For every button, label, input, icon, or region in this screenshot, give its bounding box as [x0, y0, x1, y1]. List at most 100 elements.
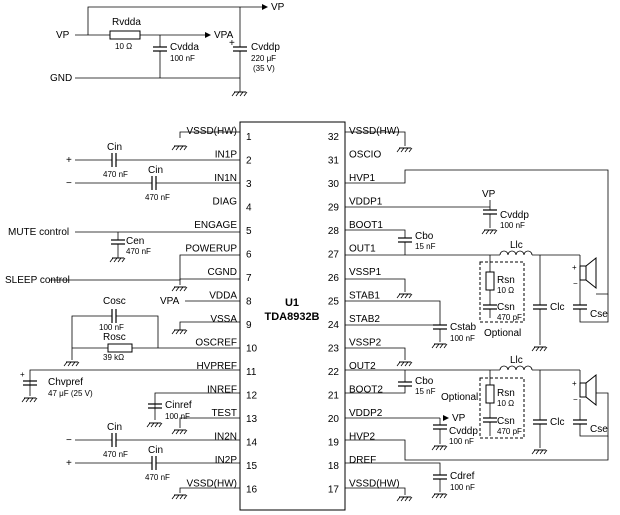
cdref-value: 100 nF	[450, 483, 475, 492]
in2-plus: +	[66, 458, 72, 469]
left-pin-name: IN1P	[215, 150, 238, 161]
chvpref-plus: +	[20, 370, 25, 379]
cvddp1-value: 100 nF	[500, 221, 525, 230]
supply-section: + VP VP VPA GND Rvdda 10 Ω Cvdda 100 nF …	[50, 2, 285, 97]
left-pin-name: IN1N	[214, 173, 237, 184]
cvddp-name: Cvddp	[251, 42, 280, 53]
ic-body	[239, 121, 346, 511]
right-pin-number: 21	[328, 391, 340, 402]
cvdda-value: 100 nF	[170, 54, 195, 63]
left-pin-name: POWERUP	[185, 244, 237, 255]
left-pin-number: 2	[246, 156, 252, 167]
cvddp1-name: Cvddp	[500, 210, 529, 221]
right-pin-name: BOOT1	[349, 220, 383, 231]
rsn1-name: Rsn	[497, 275, 515, 286]
right-pin-number: 17	[328, 485, 340, 496]
right-pin-number: 20	[328, 414, 340, 425]
left-pin-number: 13	[246, 414, 258, 425]
left-pin-name: VSSD(HW)	[186, 126, 237, 137]
cin4-value: 470 nF	[145, 473, 170, 482]
left-pin-number: 8	[246, 297, 252, 308]
in2-minus: −	[66, 435, 72, 446]
left-pin-number: 14	[246, 438, 258, 449]
in1-minus: −	[66, 178, 72, 189]
right-pin-number: 26	[328, 273, 340, 284]
cin2-name: Cin	[148, 165, 163, 176]
cbo2-name: Cbo	[415, 376, 434, 387]
left-pin-number: 15	[246, 461, 258, 472]
left-pin-number: 9	[246, 320, 252, 331]
cin1-value: 470 nF	[103, 170, 128, 179]
csn1-value: 470 pF	[497, 313, 522, 322]
rosc-value: 39 kΩ	[103, 353, 124, 362]
right-pin-number: 29	[328, 203, 340, 214]
left-pin-name: HVPREF	[196, 361, 237, 372]
left-pin-name: IN2P	[215, 455, 238, 466]
left-pin-name: VSSD(HW)	[186, 479, 237, 490]
left-pin-number: 4	[246, 203, 252, 214]
left-pin-number: 7	[246, 273, 252, 284]
cvdda-name: Cvdda	[170, 42, 199, 53]
left-pin-number: 1	[246, 132, 252, 143]
right-pin-name: DREF	[349, 455, 376, 466]
left-pin-number: 10	[246, 344, 258, 355]
left-pin-name: VSSA	[210, 314, 237, 325]
spk1-minus: −	[573, 279, 578, 288]
right-pin-name: BOOT2	[349, 385, 383, 396]
spk1-plus: +	[572, 263, 577, 272]
rosc-name: Rosc	[103, 332, 126, 343]
rvdda-value: 10 Ω	[115, 42, 132, 51]
cinref-name: Cinref	[165, 400, 192, 411]
rsn2-name: Rsn	[497, 388, 515, 399]
llc2-name: Llc	[510, 355, 523, 366]
left-pin-number: 5	[246, 226, 252, 237]
chip-part: TDA8932B	[264, 311, 319, 323]
left-pin-name: IN2N	[214, 432, 237, 443]
rvdda-name: Rvdda	[112, 17, 141, 28]
right-pin-name: VSSD(HW)	[349, 126, 400, 137]
cvddp2-name: Cvddp	[449, 426, 478, 437]
cen-value: 470 nF	[126, 247, 151, 256]
right-pin-name: VDDP2	[349, 408, 383, 419]
cin1-name: Cin	[107, 142, 122, 153]
chvpref-value: 47 μF (25 V)	[48, 389, 93, 398]
cin4-name: Cin	[148, 445, 163, 456]
right-pin-name: HVP1	[349, 173, 376, 184]
left-pin-number: 12	[246, 391, 258, 402]
left-pin-name: TEST	[211, 408, 237, 419]
chip-ref: U1	[285, 297, 299, 309]
clc1-name: Clc	[550, 302, 564, 313]
cin2-value: 470 nF	[145, 193, 170, 202]
cse1-name: Cse	[590, 309, 608, 320]
right-pin-number: 23	[328, 344, 340, 355]
right-pin-number: 32	[328, 132, 340, 143]
spk2-minus: −	[573, 395, 578, 404]
right-pin-name: STAB1	[349, 291, 380, 302]
right-circuit: + −	[345, 131, 609, 502]
clc2-name: Clc	[550, 417, 564, 428]
cosc-name: Cosc	[103, 296, 126, 307]
cin3-name: Cin	[107, 422, 122, 433]
vp-output-label: VP	[271, 2, 285, 13]
left-pin-number: 16	[246, 485, 258, 496]
right-pin-name: STAB2	[349, 314, 380, 325]
csn1-name: Csn	[497, 302, 515, 313]
cbo1-name: Cbo	[415, 231, 434, 242]
gnd-label: GND	[50, 73, 72, 84]
right-pin-number: 22	[328, 367, 340, 378]
right-pin-number: 25	[328, 297, 340, 308]
right-pin-number: 31	[328, 156, 340, 167]
rsn1-value: 10 Ω	[497, 286, 514, 295]
right-labels: VP Cvddp 100 nF Cbo 15 nF Llc Rsn 10 Ω C…	[415, 189, 608, 492]
cbo2-value: 15 nF	[415, 387, 436, 396]
csn2-name: Csn	[497, 416, 515, 427]
left-pin-number: 6	[246, 250, 252, 261]
cvddp2-value: 100 nF	[449, 437, 474, 446]
csn2-value: 470 pF	[497, 427, 522, 436]
cse2-name: Cse	[590, 424, 608, 435]
spk2-plus: +	[572, 379, 577, 388]
right-pin-number: 24	[328, 320, 340, 331]
left-pin-name: DIAG	[213, 197, 238, 208]
sleep-label: SLEEP control	[5, 275, 70, 286]
